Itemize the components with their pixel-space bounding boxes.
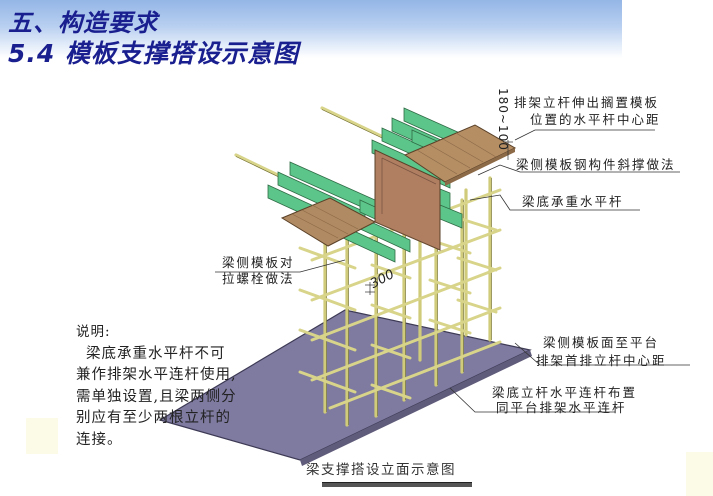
label-tie-bar-layout: 梁底立杆水平连杆布置 (492, 385, 638, 400)
caption-underline (322, 482, 472, 487)
label-pole-extension: 排架立杆伸出搁置模板 (514, 95, 660, 110)
label-pole-extension-2: 位置的水平杆中心距 (530, 112, 661, 127)
label-tie-bar-layout-2: 同平台排架水平连杆 (496, 400, 627, 415)
decorative-square (26, 418, 58, 454)
note-heading: 说明: (76, 324, 111, 340)
label-side-to-platform-2: 排架首排立杆中心距 (536, 353, 667, 368)
label-tie-bolt-2: 拉螺栓做法 (222, 271, 295, 286)
diagram-caption: 梁支撑搭设立面示意图 (306, 462, 456, 478)
note-line: 需单独设置,且梁两侧分 (76, 388, 237, 405)
label-side-brace: 梁侧模板钢构件斜撑做法 (516, 157, 676, 172)
dimension-label-vertical: 180~100 (496, 88, 510, 151)
section-title: 五、构造要求 (8, 9, 158, 37)
label-tie-bolt: 梁侧模板对 (222, 255, 295, 270)
note-line: 兼作排架水平连杆使用, (76, 367, 237, 383)
subsection-title: 5.4 模板支撑搭设示意图 (8, 39, 299, 68)
note-line: 连接。 (76, 431, 123, 448)
label-side-to-platform: 梁侧模板面至平台 (543, 335, 660, 350)
label-beam-bottom-bar: 梁底承重水平杆 (522, 194, 624, 209)
explanation-note: 说明: 梁底承重水平杆不可 兼作排架水平连杆使用, 需单独设置,且梁两侧分 别应… (76, 322, 237, 451)
header-gradient-band (0, 0, 622, 58)
note-line: 梁底承重水平杆不可 (86, 345, 226, 362)
decorative-square (686, 452, 713, 496)
note-line: 别应有至少两根立杆的 (76, 410, 231, 426)
